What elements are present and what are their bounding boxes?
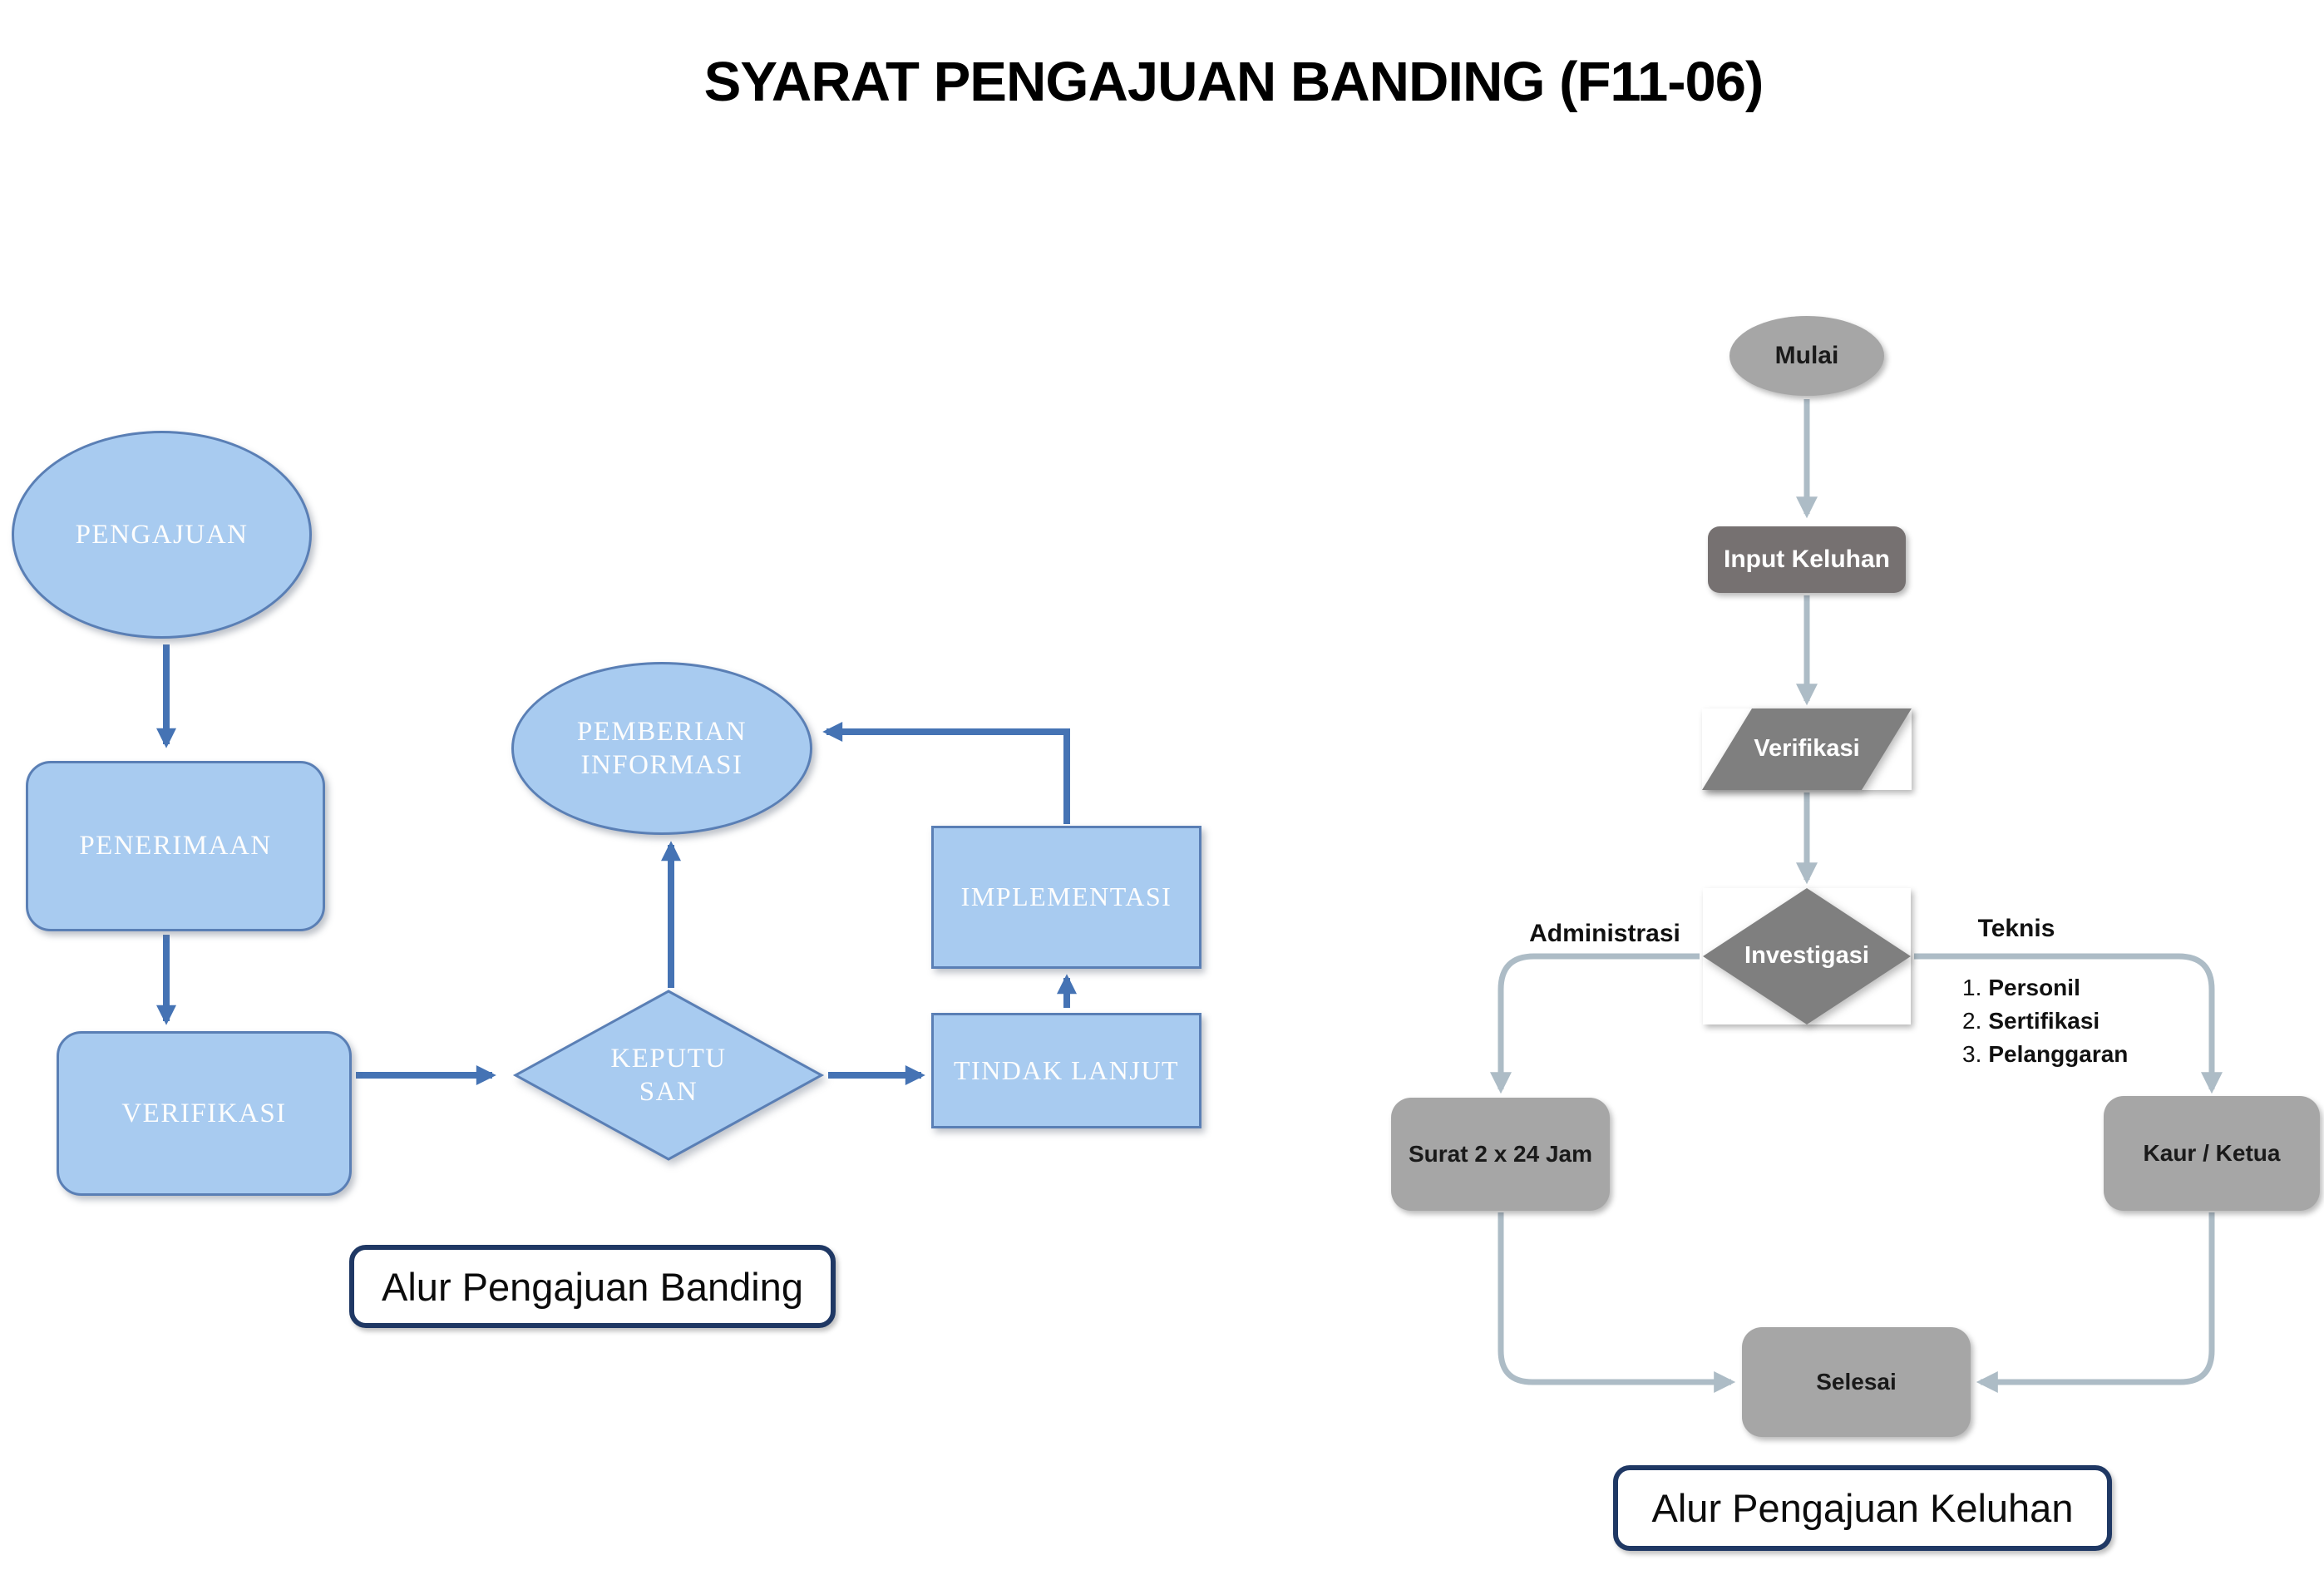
node-selesai-label: Selesai bbox=[1816, 1368, 1897, 1395]
node-tindak-lanjut-label: TINDAK LANJUT bbox=[953, 1054, 1179, 1085]
verifikasi-parallelogram-shape bbox=[1702, 708, 1912, 790]
caption-keluhan-label: Alur Pengajuan Keluhan bbox=[1651, 1486, 2074, 1530]
node-kaur-ketua-label: Kaur / Ketua bbox=[2143, 1139, 2281, 1166]
caption-alur-pengajuan-keluhan: Alur Pengajuan Keluhan bbox=[1613, 1465, 2112, 1551]
arrow-investigasi-to-surat bbox=[1490, 953, 1700, 1094]
node-penerimaan-label: PENERIMAAN bbox=[79, 831, 272, 862]
teknis-list-item: 3. Pelanggaran bbox=[1962, 1038, 2128, 1071]
node-input-keluhan: Input Keluhan bbox=[1708, 526, 1906, 593]
arrow-kaur-to-selesai bbox=[1976, 1212, 2215, 1393]
node-verifikasi-banding-label: VERIFIKASI bbox=[121, 1098, 287, 1128]
node-investigasi-label: Investigasi bbox=[1744, 942, 1869, 970]
node-pemberian-label-line2: INFORMASI bbox=[580, 750, 743, 780]
investigasi-diamond-shape bbox=[1703, 888, 1911, 1024]
node-keputusan-label-line2: SAN bbox=[639, 1077, 698, 1107]
caption-banding-label: Alur Pengajuan Banding bbox=[382, 1264, 803, 1309]
teknis-list-item-number: 2. bbox=[1962, 1008, 1982, 1034]
node-selesai: Selesai bbox=[1742, 1327, 1971, 1437]
teknis-list-item: 2. Sertifikasi bbox=[1962, 1005, 2128, 1038]
teknis-list: 1. Personil 2. Sertifikasi 3. Pelanggara… bbox=[1962, 971, 2128, 1071]
teknis-list-item: 1. Personil bbox=[1962, 971, 2128, 1005]
teknis-list-item-text: Sertifikasi bbox=[1988, 1008, 2100, 1034]
arrow-implementasi-to-pemberian bbox=[822, 722, 1070, 824]
node-pengajuan-label: PENGAJUAN bbox=[75, 519, 249, 550]
node-penerimaan: PENERIMAAN bbox=[26, 761, 325, 931]
page-title: SYARAT PENGAJUAN BANDING (F11-06) bbox=[703, 51, 1764, 113]
node-implementasi: IMPLEMENTASI bbox=[931, 826, 1201, 969]
node-mulai: Mulai bbox=[1729, 316, 1884, 396]
teknis-list-item-number: 1. bbox=[1962, 975, 1982, 1000]
arrow-investigasi-to-kaur bbox=[1914, 953, 2223, 1094]
node-keputusan: KEPUTU SAN bbox=[516, 991, 822, 1159]
arrow-surat-to-selesai bbox=[1498, 1212, 1736, 1393]
node-implementasi-label: IMPLEMENTASI bbox=[960, 881, 1172, 912]
node-pengajuan: PENGAJUAN bbox=[12, 431, 312, 639]
branch-label-teknis: Teknis bbox=[1977, 915, 2055, 942]
teknis-list-item-text: Personil bbox=[1988, 975, 2080, 1000]
teknis-list-item-number: 3. bbox=[1962, 1041, 1982, 1067]
node-kaur-ketua: Kaur / Ketua bbox=[2104, 1096, 2320, 1211]
node-surat-2x24-jam: Surat 2 x 24 Jam bbox=[1391, 1098, 1610, 1211]
node-surat-label: Surat 2 x 24 Jam bbox=[1408, 1140, 1593, 1167]
branch-label-administrasi: Administrasi bbox=[1529, 920, 1680, 947]
node-keputusan-label-line1: KEPUTU bbox=[610, 1043, 727, 1074]
node-pemberian-label-line1: PEMBERIAN bbox=[576, 716, 748, 747]
node-tindak-lanjut: TINDAK LANJUT bbox=[931, 1013, 1201, 1128]
caption-alur-pengajuan-banding: Alur Pengajuan Banding bbox=[349, 1245, 836, 1328]
node-verifikasi-banding: VERIFIKASI bbox=[57, 1031, 352, 1196]
node-input-keluhan-label: Input Keluhan bbox=[1724, 545, 1890, 573]
node-mulai-label: Mulai bbox=[1774, 341, 1839, 369]
node-verifikasi-keluhan-label: Verifikasi bbox=[1754, 735, 1860, 763]
teknis-list-item-text: Pelanggaran bbox=[1988, 1041, 2129, 1067]
node-verifikasi-keluhan: Verifikasi bbox=[1702, 708, 1912, 790]
node-pemberian-informasi: PEMBERIAN INFORMASI bbox=[511, 662, 812, 835]
keputusan-diamond-shape bbox=[512, 990, 825, 1161]
node-investigasi: Investigasi bbox=[1703, 888, 1911, 1024]
